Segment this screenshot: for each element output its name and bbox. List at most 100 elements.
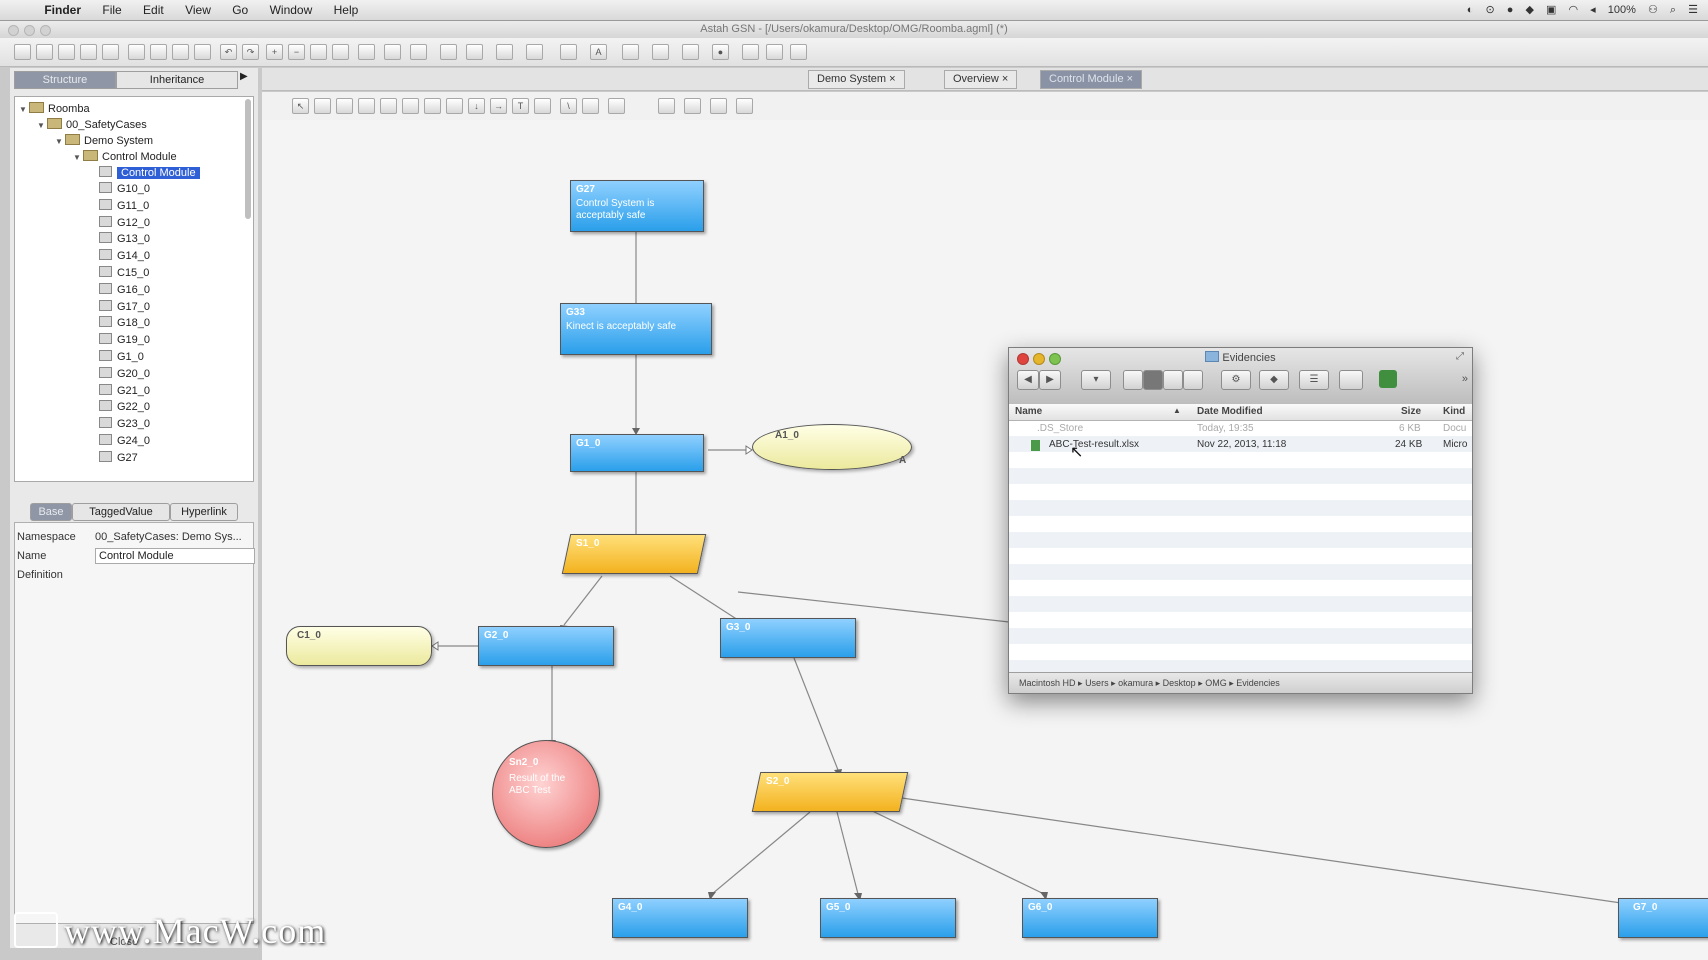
- line-color-icon[interactable]: [526, 44, 543, 60]
- close-button[interactable]: Close: [110, 936, 139, 948]
- grid-tool-icon[interactable]: [710, 98, 727, 114]
- strategy-tool-icon[interactable]: [336, 98, 353, 114]
- goal-node-g7-0[interactable]: G7_0: [1618, 898, 1708, 938]
- coverflow-view-button[interactable]: [1183, 370, 1203, 390]
- file-row[interactable]: .DS_Store Today, 19:35 6 KB Docu: [1009, 421, 1472, 437]
- goal-node-g1-0[interactable]: G1_0: [570, 434, 704, 472]
- icon-view-button[interactable]: [1123, 370, 1143, 390]
- align-icon[interactable]: [466, 44, 483, 60]
- close-icon[interactable]: ×: [1126, 73, 1134, 85]
- redo-icon[interactable]: ↷: [242, 44, 259, 60]
- line-tool-icon[interactable]: \: [560, 98, 577, 114]
- finder-window[interactable]: Evidencies ⤢ ◀ ▶ ▾ ⚙ ◆ ☰ » Name ▲ Date M…: [1008, 347, 1473, 694]
- goal-node-g6-0[interactable]: G6_0: [1022, 898, 1158, 938]
- tree-node-roomba[interactable]: ▼Roomba: [19, 101, 90, 117]
- tab-inheritance[interactable]: Inheritance: [116, 71, 238, 89]
- tab-control-module[interactable]: Control Module ×: [1040, 70, 1143, 89]
- solution-node-sn2-0[interactable]: Sn2_0 Result of the ABC Test: [492, 740, 600, 848]
- menu-app[interactable]: Finder: [44, 3, 82, 17]
- forward-icon[interactable]: [384, 44, 401, 60]
- tree-node-control-module-folder[interactable]: ▼Control Module: [73, 149, 177, 165]
- volume-icon[interactable]: ◂: [1590, 4, 1596, 16]
- close-icon[interactable]: ×: [1001, 73, 1009, 85]
- column-kind[interactable]: Kind: [1443, 406, 1466, 417]
- copy-icon[interactable]: [150, 44, 167, 60]
- tab-base[interactable]: Base: [30, 503, 72, 521]
- strategy-node-s2-0[interactable]: S2_0: [751, 772, 909, 812]
- new-icon[interactable]: [14, 44, 31, 60]
- tab-structure[interactable]: Structure: [14, 71, 116, 89]
- tree-node-goal[interactable]: G16_0: [99, 282, 150, 298]
- file-row[interactable]: ABC-Test-result.xlsx Nov 22, 2013, 11:18…: [1009, 437, 1472, 453]
- menu-help[interactable]: Help: [333, 3, 359, 17]
- image-tool-icon[interactable]: [608, 98, 625, 114]
- highlight-icon[interactable]: [358, 44, 375, 60]
- disclosure-triangle-icon[interactable]: ▼: [37, 121, 45, 130]
- tree-node-safetycases[interactable]: ▼00_SafetyCases: [37, 117, 147, 133]
- overflow-icon[interactable]: »: [1461, 373, 1468, 385]
- tool-icon[interactable]: [742, 44, 759, 60]
- status-icon[interactable]: ◆: [1525, 4, 1534, 16]
- justification-tool-icon[interactable]: [424, 98, 441, 114]
- in-context-tool-icon[interactable]: →: [490, 98, 507, 114]
- goal-node-g4-0[interactable]: G4_0: [612, 898, 748, 938]
- paste-icon[interactable]: [172, 44, 189, 60]
- text-tool-icon[interactable]: T: [512, 98, 529, 114]
- menu-window[interactable]: Window: [269, 3, 313, 17]
- battery-label[interactable]: 100%: [1607, 4, 1636, 16]
- tree-node-goal[interactable]: G20_0: [99, 366, 150, 382]
- path-segment[interactable]: okamura: [1118, 678, 1154, 688]
- tab-hyperlink[interactable]: Hyperlink: [170, 503, 238, 521]
- solution-tool-icon[interactable]: [358, 98, 375, 114]
- supported-by-tool-icon[interactable]: ↓: [468, 98, 485, 114]
- layout-icon[interactable]: [410, 44, 427, 60]
- tree-node-goal[interactable]: G1_0: [99, 349, 144, 365]
- export-icon[interactable]: [102, 44, 119, 60]
- tree-node-goal[interactable]: G22_0: [99, 399, 150, 415]
- goal-node-g5-0[interactable]: G5_0: [820, 898, 956, 938]
- tree-node-goal[interactable]: G24_0: [99, 433, 150, 449]
- path-segment[interactable]: Evidencies: [1236, 678, 1280, 688]
- zoom-window-button[interactable]: [40, 25, 51, 36]
- path-segment[interactable]: OMG: [1205, 678, 1227, 688]
- tree-node-goal[interactable]: C15_0: [99, 265, 149, 281]
- gear-icon[interactable]: ⚙: [1221, 370, 1251, 390]
- assumption-tool-icon[interactable]: [402, 98, 419, 114]
- save-icon[interactable]: [58, 44, 75, 60]
- fill-color-icon[interactable]: [496, 44, 513, 60]
- cut-icon[interactable]: [128, 44, 145, 60]
- dropbox-icon[interactable]: ◆: [1259, 370, 1289, 390]
- disclosure-triangle-icon[interactable]: ▼: [73, 153, 81, 162]
- zoom-window-button[interactable]: [1049, 353, 1061, 365]
- back-button[interactable]: ◀: [1017, 370, 1039, 390]
- path-segment[interactable]: Users: [1085, 678, 1109, 688]
- zoom-in-icon[interactable]: +: [266, 44, 283, 60]
- goal-tool-icon[interactable]: [314, 98, 331, 114]
- close-window-button[interactable]: [1017, 353, 1029, 365]
- tree-node-goal[interactable]: G18_0: [99, 315, 150, 331]
- tree-node-goal[interactable]: G17_0: [99, 299, 150, 315]
- zoom-out-icon[interactable]: −: [288, 44, 305, 60]
- goal-node-g33[interactable]: G33 Kinect is acceptably safe: [560, 303, 712, 355]
- context-tool-icon[interactable]: [380, 98, 397, 114]
- tree-node-demo-system[interactable]: ▼Demo System: [55, 133, 153, 149]
- list-view-button[interactable]: [1143, 370, 1163, 390]
- assumption-node-a1-0[interactable]: A1_0 A: [752, 424, 912, 470]
- open-icon[interactable]: [36, 44, 53, 60]
- align-icon[interactable]: [440, 44, 457, 60]
- goal-node-g27[interactable]: G27 Control System is acceptably safe: [570, 180, 704, 232]
- wifi-icon[interactable]: ◠: [1568, 4, 1579, 16]
- disclosure-triangle-icon[interactable]: ▼: [55, 137, 63, 146]
- menu-file[interactable]: File: [102, 3, 122, 17]
- minimize-window-button[interactable]: [1033, 353, 1045, 365]
- user-icon[interactable]: ⚇: [1647, 4, 1658, 16]
- strategy-node-s1-0[interactable]: S1_0: [561, 534, 707, 574]
- column-name[interactable]: Name: [1015, 406, 1043, 417]
- delete-icon[interactable]: [194, 44, 211, 60]
- list-icon[interactable]: ☰: [1688, 4, 1698, 16]
- tree-node-goal[interactable]: G10_0: [99, 181, 150, 197]
- tab-scroll-right-icon[interactable]: ▶: [240, 71, 248, 82]
- path-segment[interactable]: Desktop: [1162, 678, 1196, 688]
- pen-icon[interactable]: [560, 44, 577, 60]
- print-icon[interactable]: [80, 44, 97, 60]
